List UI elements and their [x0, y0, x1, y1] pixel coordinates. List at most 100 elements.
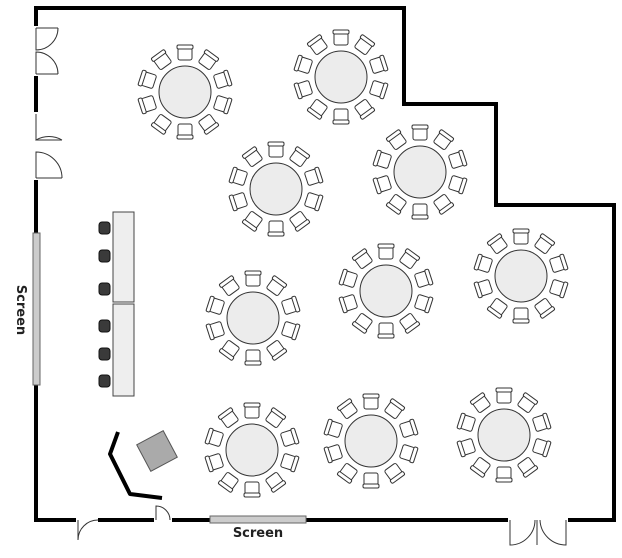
chair	[534, 233, 556, 254]
round-table	[494, 249, 548, 303]
left-screen-label: Screen	[13, 285, 28, 335]
chair	[176, 44, 194, 61]
chair	[267, 220, 285, 237]
chair	[281, 295, 301, 315]
head-table-chair	[98, 347, 111, 361]
left-door-upper	[32, 26, 59, 76]
chair	[411, 124, 429, 141]
chair	[266, 275, 288, 296]
chair	[293, 80, 313, 100]
chair	[267, 141, 285, 158]
chair	[512, 228, 530, 245]
chair	[384, 463, 406, 484]
chair	[385, 129, 407, 150]
chair	[336, 463, 358, 484]
bottom-door-left	[76, 516, 99, 541]
head-table	[112, 211, 135, 397]
chair	[448, 175, 468, 195]
chair	[534, 298, 556, 319]
chair	[244, 270, 262, 287]
round-table-group	[323, 393, 419, 489]
chair	[289, 146, 311, 167]
chair	[354, 99, 376, 120]
chair	[213, 95, 233, 115]
chair	[469, 392, 491, 413]
chair	[414, 294, 434, 314]
head-table-chair	[98, 249, 111, 263]
chair	[473, 279, 493, 299]
chair	[266, 340, 288, 361]
chair	[384, 398, 406, 419]
head-table-segment	[112, 211, 135, 303]
chair	[306, 34, 328, 55]
chair	[369, 80, 389, 100]
chair	[323, 444, 343, 464]
round-table	[314, 50, 368, 104]
left-door-middle	[32, 112, 63, 180]
chair	[473, 253, 493, 273]
chair	[205, 321, 225, 341]
chair	[532, 412, 552, 432]
bottom-door-center	[154, 505, 172, 524]
round-table-group	[473, 228, 569, 324]
head-table-chair	[98, 374, 111, 388]
chair	[495, 387, 513, 404]
chair	[280, 453, 300, 473]
round-table-group	[372, 124, 468, 220]
chair	[332, 108, 350, 125]
round-table	[344, 414, 398, 468]
chair	[304, 192, 324, 212]
bottom-screen-label: Screen	[233, 526, 283, 541]
bottom-screen	[209, 515, 307, 524]
chair	[198, 114, 220, 135]
chair	[399, 313, 421, 334]
chair	[244, 349, 262, 366]
bottom-door-right-double	[508, 516, 568, 546]
chair	[243, 402, 261, 419]
chair	[549, 279, 569, 299]
chair	[517, 392, 539, 413]
chair	[241, 146, 263, 167]
chair	[448, 149, 468, 169]
chair	[265, 407, 287, 428]
chair	[218, 275, 240, 296]
chair	[512, 307, 530, 324]
chair	[205, 295, 225, 315]
chair	[150, 114, 172, 135]
chair	[372, 175, 392, 195]
chair	[204, 453, 224, 473]
left-screen	[32, 232, 41, 386]
chair	[399, 418, 419, 438]
chair	[414, 268, 434, 288]
round-table	[249, 162, 303, 216]
round-table	[477, 408, 531, 462]
chair	[137, 95, 157, 115]
chair	[517, 457, 539, 478]
round-table	[226, 291, 280, 345]
chair	[486, 233, 508, 254]
chair	[243, 481, 261, 498]
chair	[137, 69, 157, 89]
chair	[456, 438, 476, 458]
round-tables	[137, 29, 569, 498]
head-table-chair	[98, 221, 111, 235]
chair	[198, 49, 220, 70]
round-table-group	[293, 29, 389, 125]
chair	[204, 427, 224, 447]
head-table-chair	[98, 282, 111, 296]
chair	[399, 248, 421, 269]
chair	[532, 438, 552, 458]
chair	[362, 393, 380, 410]
chair	[377, 322, 395, 339]
round-table-group	[137, 44, 233, 140]
chair	[354, 34, 376, 55]
round-table	[225, 423, 279, 477]
head-table-segment	[112, 303, 135, 397]
head-table-chair	[98, 319, 111, 333]
round-table-group	[204, 402, 300, 498]
chair	[469, 457, 491, 478]
chair	[281, 321, 301, 341]
round-table-group	[228, 141, 324, 237]
chair	[486, 298, 508, 319]
